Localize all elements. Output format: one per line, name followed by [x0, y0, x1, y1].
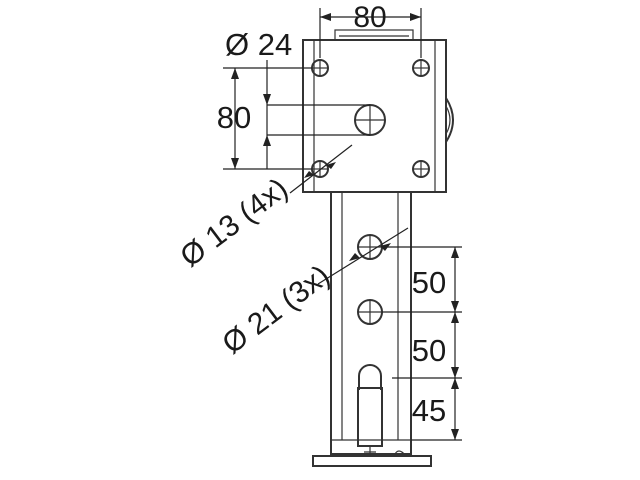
hole-small-top-left [311, 59, 329, 77]
adjustment-holes [357, 234, 383, 325]
dimension-left-height: 80 [217, 67, 312, 170]
label-hole-small: Ø 13 (4x) [174, 172, 294, 274]
top-clamp [334, 29, 414, 41]
center-hole [354, 104, 386, 136]
adjust-hole-2 [357, 299, 383, 325]
locking-pin [357, 364, 383, 457]
label-hole-top: Ø 24 [225, 27, 292, 62]
label-spacing-3: 45 [412, 393, 446, 428]
pin-body [357, 387, 383, 447]
pin-slot [358, 364, 382, 390]
foot-plate [312, 450, 432, 467]
dimension-right-spacing: 50 50 45 [382, 246, 462, 441]
leg-tube [330, 191, 412, 455]
label-spacing-1: 50 [412, 265, 446, 300]
foot-bolt [393, 450, 407, 457]
hole-small-bottom-right [412, 160, 430, 178]
mounting-plate [302, 29, 454, 193]
label-spacing-2: 50 [412, 333, 446, 368]
small-holes [311, 59, 430, 178]
tube-outer [330, 191, 412, 455]
dimension-top-width: 80 [319, 1, 422, 58]
dimension-center-hole: Ø 24 [225, 27, 370, 169]
label-left-height: 80 [217, 100, 251, 135]
side-knob-inner [445, 105, 451, 135]
foot-base [312, 455, 432, 467]
label-hole-large: Ø 21 (3x) [216, 259, 336, 361]
side-knob [445, 97, 454, 143]
hole-small-top-right [412, 59, 430, 77]
dimension-large-hole: Ø 21 (3x) [216, 227, 409, 361]
label-top-width: 80 [353, 1, 386, 34]
